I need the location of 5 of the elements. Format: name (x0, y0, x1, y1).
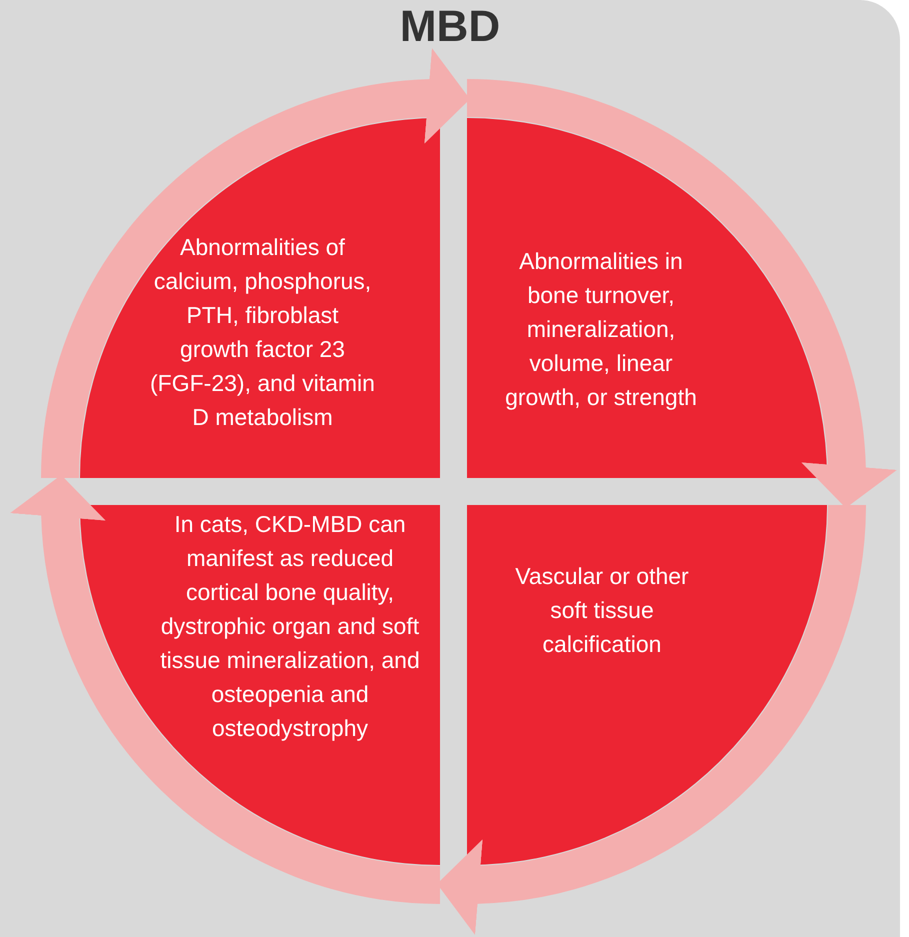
panel-text: Abnormalities of calcium, phosphorus, PTH, fibroblast growth factor 23 (FGF-23), and vitamin D metabolism (150, 233, 375, 432)
panel-text: Vascular or other soft tissue calcification (514, 562, 690, 659)
panel-text: Abnormalities in bone turnover, mineralization, volume, linear growth, or strength (504, 247, 698, 412)
title: MBD (398, 2, 502, 52)
panel-text: In cats, CKD-MBD can manifest as reduced cortical bone quality, dystrophic organ and soft tissue mineralization, and osteopenia and osteodystrophy (159, 510, 421, 743)
